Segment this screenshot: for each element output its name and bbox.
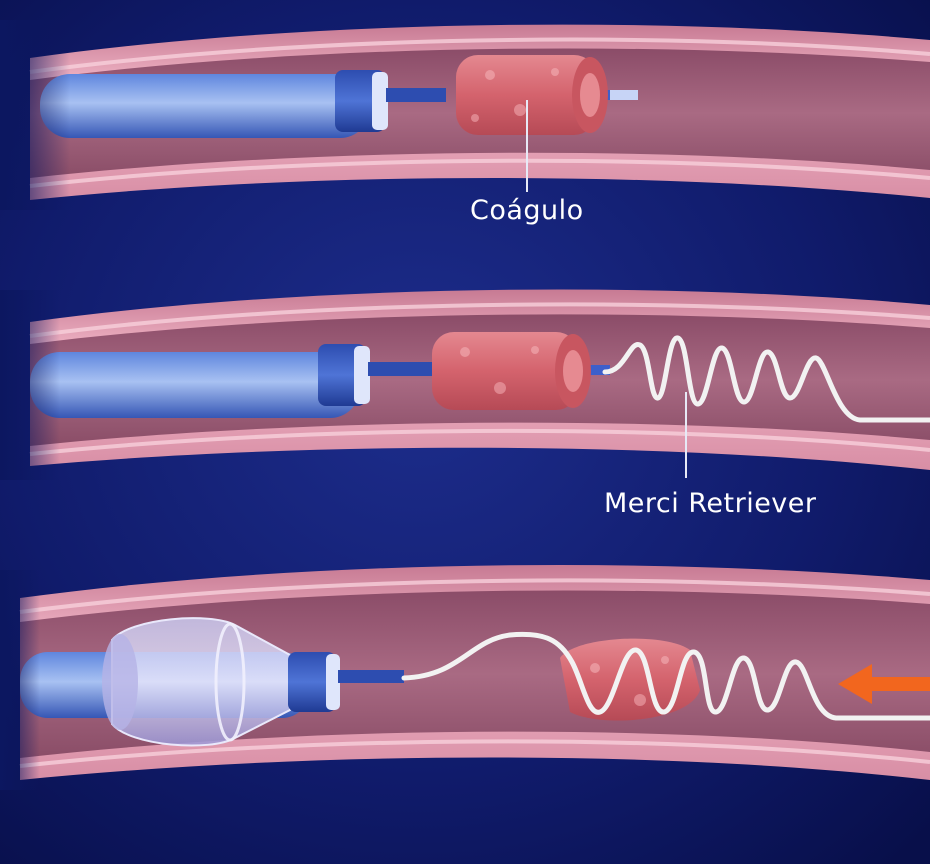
catheter-outer [30, 352, 360, 418]
panel-3 [0, 565, 930, 790]
left-fade [0, 570, 40, 790]
micro-catheter [386, 88, 446, 102]
catheter-ring [372, 72, 388, 130]
guide-wire-tip [610, 90, 638, 100]
catheter-ring [354, 346, 370, 404]
micro-catheter [338, 670, 404, 683]
clot [432, 332, 591, 410]
clot-label: Coágulo [470, 195, 584, 226]
merci-retriever-label: Merci Retriever [604, 488, 817, 519]
catheter-ring [326, 654, 340, 710]
left-fade [0, 20, 70, 210]
clot [456, 55, 608, 135]
micro-catheter [368, 362, 440, 376]
left-fade [0, 290, 60, 480]
catheter-outer [40, 74, 370, 138]
